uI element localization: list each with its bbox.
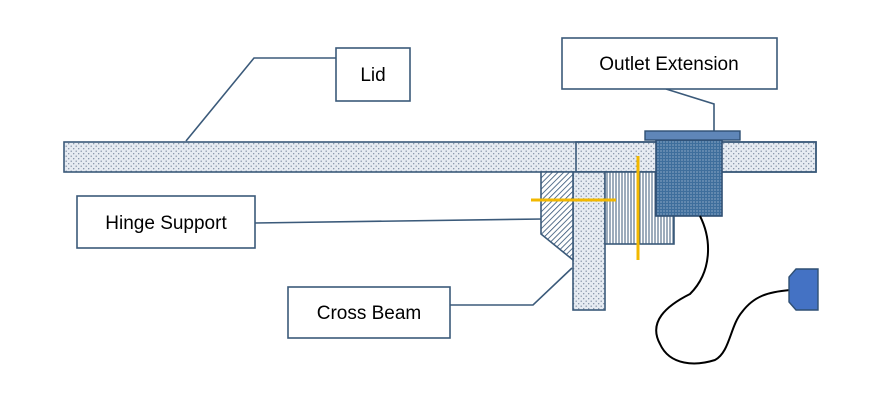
hinge-support-bracket: [540, 171, 574, 262]
outlet-extension-leader-line: [665, 88, 715, 131]
outlet-extension-label: Outlet Extension: [599, 54, 738, 75]
outlet-extension-callout: Outlet Extension: [561, 37, 778, 90]
lid-label: Lid: [360, 65, 385, 86]
cross-beam-leader-line: [450, 267, 573, 306]
outlet-extension-flange: [644, 130, 741, 141]
cross-beam-post: [572, 171, 606, 311]
outlet-extension-body: [655, 139, 723, 217]
hinge-support-label: Hinge Support: [105, 213, 227, 234]
cross-beam-callout: Cross Beam: [287, 286, 451, 339]
lid-leader-line: [185, 57, 336, 142]
cross-beam-label: Cross Beam: [317, 303, 422, 324]
hinge-support-callout: Hinge Support: [76, 195, 256, 249]
power-cable: [655, 215, 791, 365]
lid-callout: Lid: [335, 47, 411, 102]
hinge-support-leader-line: [254, 218, 544, 224]
plug-connector: [788, 268, 819, 311]
